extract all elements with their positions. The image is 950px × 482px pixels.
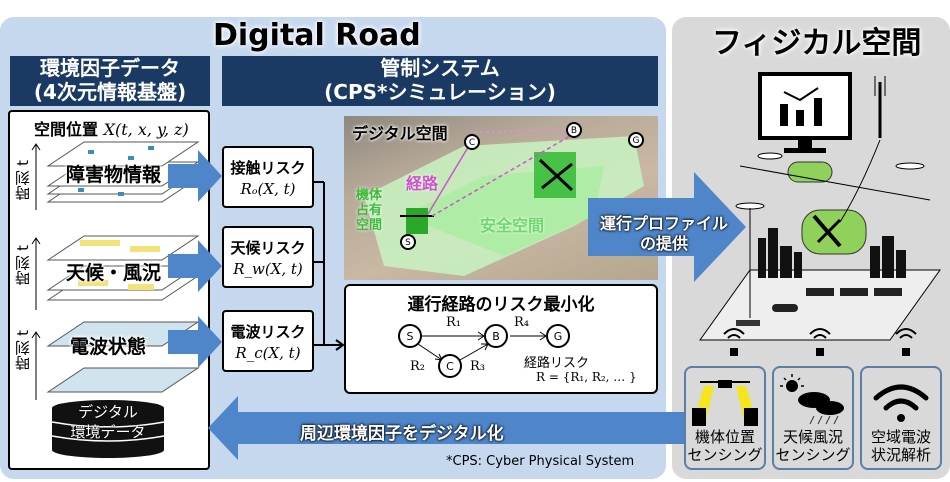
risk-box-weather: 天候リスク R_w(X, t) bbox=[222, 226, 314, 288]
svg-text:B: B bbox=[571, 126, 577, 136]
sensor-line1: 空域電波 bbox=[870, 428, 931, 446]
weather-icon bbox=[780, 374, 844, 425]
sensor-line2: センシング bbox=[687, 446, 763, 464]
risk-box-radio: 電波リスク R_c(X, t) bbox=[222, 310, 314, 372]
digitize-arrow bbox=[208, 396, 690, 460]
layer-label-weather: 天候・風況 bbox=[66, 262, 162, 284]
layer-stacks-illustration bbox=[31, 141, 200, 458]
digital-road-title: Digital Road bbox=[213, 18, 421, 53]
provide-profile-arrow bbox=[588, 172, 746, 282]
provide-profile-label: 運行プロファイル の提供 bbox=[594, 214, 734, 254]
sensor-line1: 機体位置 bbox=[694, 428, 755, 446]
occupied-line: 機体 bbox=[356, 188, 383, 203]
risk-label: 天候リスク bbox=[230, 239, 306, 257]
sensor-line1: 天候風況 bbox=[782, 428, 843, 446]
sensor-position: 機体位置 センシング bbox=[684, 366, 766, 470]
risk-label: 接触リスク bbox=[230, 159, 306, 177]
route-graph: S B G C R₁ R₄ R₂ R₃ bbox=[398, 315, 570, 378]
simulation-scene: C B G S bbox=[364, 122, 644, 276]
drone-spotlight-icon bbox=[692, 380, 758, 426]
sensor-label: 機体位置 センシング bbox=[686, 428, 764, 464]
svg-text:R₃: R₃ bbox=[470, 359, 485, 374]
occupied-line: 空間 bbox=[356, 218, 383, 233]
risk-formula: Rₒ(X, t) bbox=[240, 180, 296, 198]
space-position-label: 空間位置 X(t, x, y, z) bbox=[34, 116, 189, 140]
car-icon bbox=[772, 304, 798, 312]
layer-to-risk-arrows bbox=[168, 150, 222, 368]
digitize-label: 周辺環境因子をデジタル化 bbox=[300, 424, 504, 444]
env-header-line2: (4次元情報基盤) bbox=[33, 80, 187, 104]
env-data-header: 環境因子データ (4次元情報基盤) bbox=[10, 56, 210, 106]
node-b: B bbox=[492, 330, 500, 343]
space-label: 空間位置 bbox=[34, 120, 99, 139]
wifi-icon bbox=[873, 384, 929, 422]
sensor-weather: 天候風況 センシング bbox=[772, 366, 854, 470]
time-axis-label-1: 時刻 t bbox=[14, 160, 32, 201]
svg-text:R₄: R₄ bbox=[514, 315, 529, 330]
physical-space-illustration bbox=[699, 72, 941, 341]
risk-box-contact: 接触リスク Rₒ(X, t) bbox=[222, 146, 314, 208]
time-axis-label-3: 時刻 t bbox=[14, 330, 32, 371]
risk-label: 電波リスク bbox=[230, 323, 306, 341]
svg-text:S: S bbox=[405, 238, 411, 248]
wifi-signals bbox=[723, 328, 917, 356]
time-axis-label-2: 時刻 t bbox=[14, 245, 32, 286]
space-formula: X(t, x, y, z) bbox=[103, 120, 189, 139]
svg-text:C: C bbox=[469, 138, 475, 148]
node-g: G bbox=[554, 330, 563, 343]
control-header-line1: 管制システム bbox=[380, 56, 500, 80]
digital-space-simulation: C B G S デジタル空間 経路 機体 占有 空間 安全空間 bbox=[344, 116, 658, 280]
physical-space-title: フィジカル空間 bbox=[712, 26, 922, 61]
sensor-line2: 状況解析 bbox=[870, 446, 931, 464]
svg-text:R₁: R₁ bbox=[446, 315, 461, 330]
layer-label-obstacle: 障害物情報 bbox=[66, 164, 162, 186]
node-c: C bbox=[446, 360, 454, 373]
digital-env-database: デジタル 環境データ bbox=[52, 402, 164, 442]
sensor-label: 空域電波 状況解析 bbox=[862, 428, 940, 464]
occupied-space-label: 機体 占有 空間 bbox=[356, 188, 382, 233]
optimization-title: 運行経路のリスク最小化 bbox=[407, 295, 595, 315]
svg-text:G: G bbox=[633, 136, 640, 146]
city-icon bbox=[758, 228, 906, 278]
provide-line2: の提供 bbox=[639, 234, 688, 253]
layer-label-radio: 電波状態 bbox=[70, 336, 147, 358]
digital-space-title: デジタル空間 bbox=[352, 124, 448, 143]
route-risk-formula: R = {R₁, R₂, … } bbox=[536, 370, 637, 384]
cps-footnote: *CPS: Cyber Physical System bbox=[446, 454, 635, 469]
control-system-header: 管制システム (CPS*シミュレーション) bbox=[222, 56, 658, 106]
database-line2: 環境データ bbox=[70, 423, 146, 441]
sensor-label: 天候風況 センシング bbox=[774, 428, 852, 464]
route-risk-optimization-box: 運行経路のリスク最小化 S B G C R₁ R₄ R₂ R₃ 経路リスク R = {R… bbox=[344, 284, 658, 394]
provide-line1: 運行プロファイル bbox=[599, 214, 728, 233]
sensor-line2: センシング bbox=[775, 446, 851, 464]
sensor-radio: 空域電波 状況解析 bbox=[860, 366, 942, 470]
airplane-icon bbox=[801, 209, 867, 255]
monitor-icon bbox=[758, 72, 852, 140]
node-s: S bbox=[407, 330, 414, 343]
svg-text:R₂: R₂ bbox=[410, 359, 425, 374]
occupied-line: 占有 bbox=[356, 203, 383, 218]
control-header-line2: (CPS*シミュレーション) bbox=[324, 80, 556, 104]
env-header-line1: 環境因子データ bbox=[40, 56, 180, 80]
route-label: 経路 bbox=[406, 174, 439, 193]
safe-space-label: 安全空間 bbox=[480, 216, 545, 235]
risk-formula: R_w(X, t) bbox=[233, 260, 303, 278]
database-line1: デジタル bbox=[78, 403, 138, 421]
risk-connector bbox=[314, 181, 345, 351]
risk-formula: R_c(X, t) bbox=[235, 344, 301, 362]
route-risk-label: 経路リスク bbox=[524, 356, 590, 371]
